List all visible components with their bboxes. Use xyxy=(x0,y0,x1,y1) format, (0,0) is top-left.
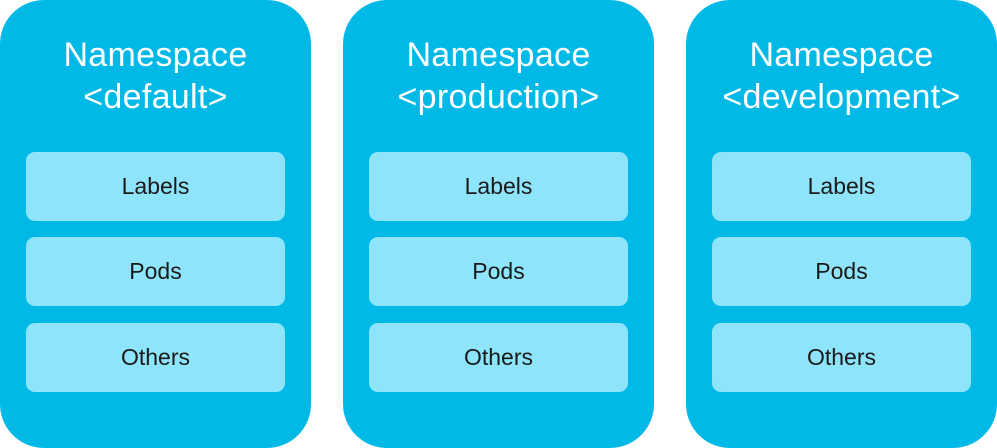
namespace-title-line1: Namespace xyxy=(406,36,591,74)
namespace-card-default: Namespace <default> Labels Pods Others xyxy=(0,0,311,448)
item-others: Others xyxy=(712,323,971,392)
item-others: Others xyxy=(369,323,628,392)
item-pods: Pods xyxy=(712,237,971,306)
namespace-title: Namespace <default> xyxy=(0,34,311,118)
namespace-title-name: <default> xyxy=(83,78,228,116)
namespace-title-line1: Namespace xyxy=(63,36,248,74)
item-pods: Pods xyxy=(26,237,285,306)
item-labels: Labels xyxy=(369,152,628,221)
item-labels: Labels xyxy=(712,152,971,221)
namespace-title-name: <development> xyxy=(722,78,961,116)
namespace-card-production: Namespace <production> Labels Pods Other… xyxy=(343,0,654,448)
namespace-card-development: Namespace <development> Labels Pods Othe… xyxy=(686,0,997,448)
item-others: Others xyxy=(26,323,285,392)
item-pods: Pods xyxy=(369,237,628,306)
namespace-title: Namespace <development> xyxy=(686,34,997,118)
namespace-title-line1: Namespace xyxy=(749,36,934,74)
item-labels: Labels xyxy=(26,152,285,221)
namespace-title-name: <production> xyxy=(397,78,600,116)
namespace-title: Namespace <production> xyxy=(343,34,654,118)
